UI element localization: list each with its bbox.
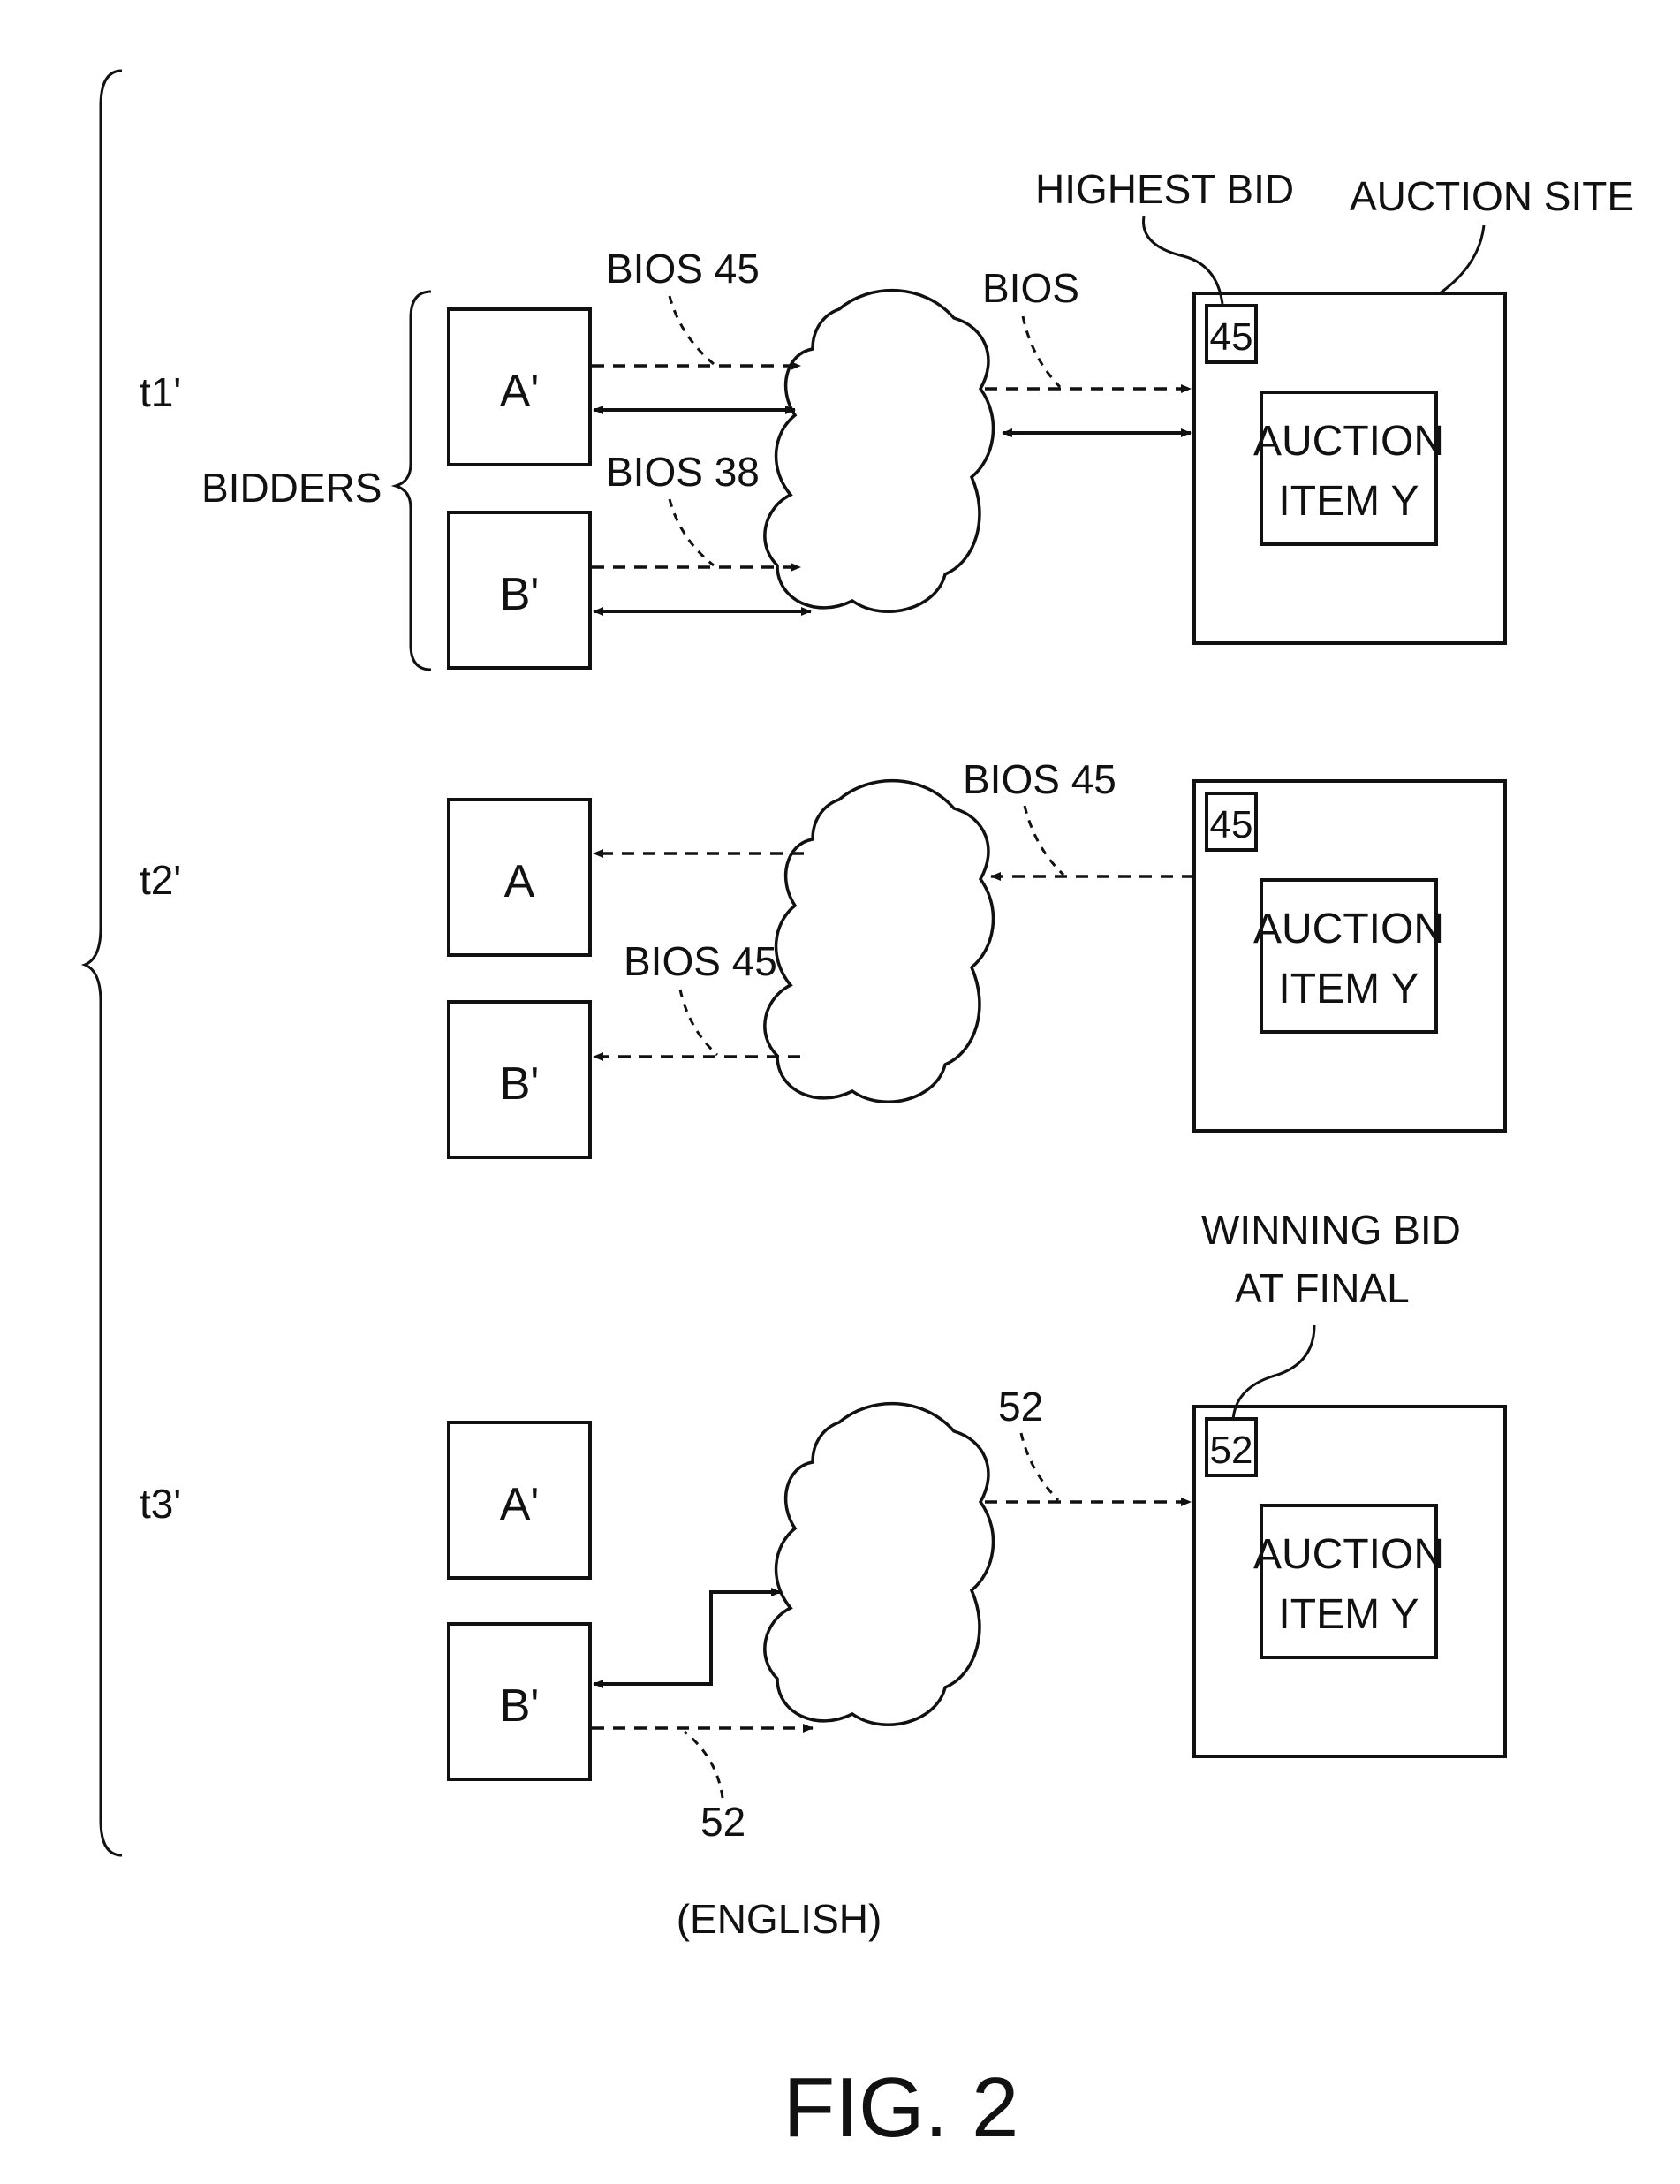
stage-3: A' B' 52 52 52 AUCTION ITEM Y WINNING BI… xyxy=(449,1207,1505,1942)
site-broadcast-label: BIOS 45 xyxy=(963,756,1116,802)
bid-label-b: BIOS 38 xyxy=(606,449,760,495)
winning-bid-label-line1: WINNING BID xyxy=(1201,1207,1461,1253)
site-bid-label: 52 xyxy=(998,1384,1043,1429)
auction-item-line1: AUCTION xyxy=(1253,1531,1444,1578)
bid-label-b: 52 xyxy=(700,1799,745,1845)
bidder-label-a: A' xyxy=(500,1479,540,1530)
english-label: (ENGLISH) xyxy=(677,1896,882,1942)
bid-label-a: BIOS 45 xyxy=(606,246,760,292)
network-cloud xyxy=(765,1404,994,1725)
site-broadcast-leader xyxy=(1025,806,1063,875)
outer-brace xyxy=(85,71,122,1855)
figure-caption: FIG. 2 xyxy=(783,2060,1019,2155)
bid-leader-b xyxy=(670,499,714,565)
bidder-label-b: B' xyxy=(500,569,540,620)
bidder-label-a: A' xyxy=(500,366,540,417)
broadcast-leader-b xyxy=(680,990,717,1055)
current-bid-value: 45 xyxy=(1210,315,1253,359)
site-bid-leader xyxy=(1023,316,1060,387)
broadcast-label-b: BIOS 45 xyxy=(624,938,777,984)
site-bid-leader xyxy=(1021,1433,1058,1500)
site-bid-label: BIOS xyxy=(982,265,1079,311)
auction-site-label: AUCTION SITE xyxy=(1350,173,1634,219)
bidders-brace xyxy=(396,292,431,670)
auction-item-line1: AUCTION xyxy=(1253,418,1444,465)
highest-bid-label: HIGHEST BID xyxy=(1035,166,1294,212)
auction-item-line1: AUCTION xyxy=(1253,906,1444,952)
bidder-label-b: B' xyxy=(500,1680,540,1732)
winning-bid-label-line2: AT FINAL xyxy=(1235,1265,1410,1311)
bidder-label-a: A xyxy=(504,856,535,907)
bidder-label-b: B' xyxy=(500,1058,540,1110)
auction-item-line2: ITEM Y xyxy=(1278,1591,1419,1638)
network-cloud xyxy=(765,781,994,1103)
current-bid-value: 52 xyxy=(1210,1429,1253,1472)
auction-site-leader xyxy=(1440,225,1484,293)
time-label-t2: t2' xyxy=(140,857,181,903)
highest-bid-leader xyxy=(1144,216,1222,304)
network-cloud xyxy=(765,291,994,612)
time-label-t3: t3' xyxy=(140,1481,181,1527)
stage-1: BIDDERS A' B' BIOS 45 BIOS 38 BIOS 45 AU… xyxy=(201,166,1634,670)
current-bid-value: 45 xyxy=(1210,803,1253,846)
bidders-label: BIDDERS xyxy=(201,465,382,511)
stage-2: A B' BIOS 45 BIOS 45 45 AUCTION ITEM Y xyxy=(449,756,1505,1157)
bid-leader-b xyxy=(685,1732,723,1798)
time-label-t1: t1' xyxy=(140,369,181,415)
bid-leader-a xyxy=(670,296,714,364)
auction-item-line2: ITEM Y xyxy=(1278,966,1419,1012)
bid-link-arrow-b xyxy=(594,1592,781,1684)
auction-item-line2: ITEM Y xyxy=(1278,478,1419,525)
